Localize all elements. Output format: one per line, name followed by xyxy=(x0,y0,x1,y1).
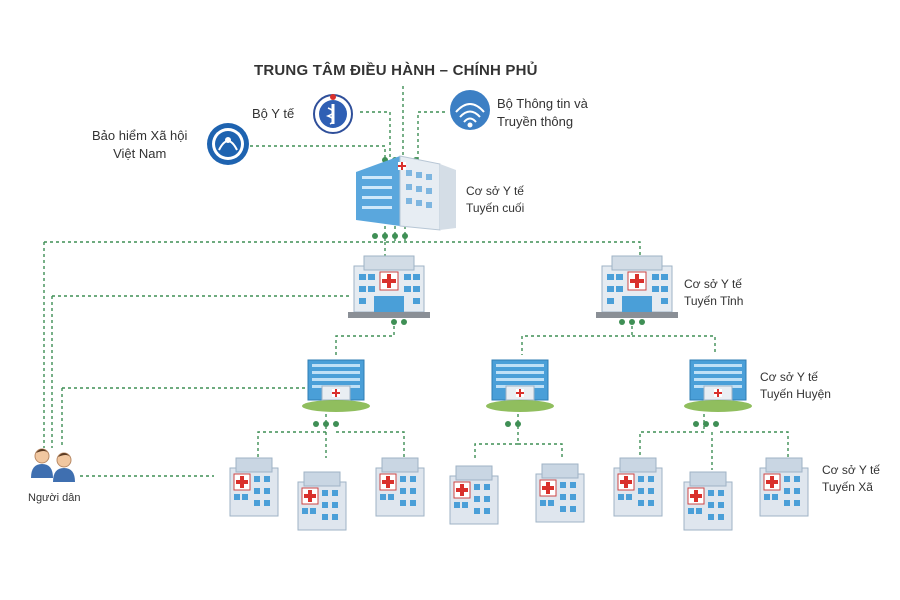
connector-lines xyxy=(43,86,789,477)
province-tier-label-line2: Tuyến Tỉnh xyxy=(684,294,744,308)
commune-tier-label-line1: Cơ sở Y tế xyxy=(822,463,880,477)
health-ministry-label: Bộ Y tế xyxy=(252,106,295,121)
diagram-title: TRUNG TÂM ĐIỀU HÀNH – CHÍNH PHỦ xyxy=(254,62,538,79)
commune-clinic-icon xyxy=(375,457,425,517)
health-ministry-logo xyxy=(313,94,353,134)
district-tier-label: Cơ sở Y tế Tuyến Huyện xyxy=(760,369,831,403)
insurance-logo xyxy=(207,123,249,165)
final-tier-label-line2: Tuyến cuối xyxy=(466,201,525,215)
insurance-label-line2: Việt Nam xyxy=(113,146,167,161)
district-hospital-icon xyxy=(485,359,555,413)
final-tier-label: Cơ sở Y tế Tuyến cuối xyxy=(466,183,524,217)
commune-clinic-icon xyxy=(613,457,663,517)
district-tier-label-line1: Cơ sở Y tế xyxy=(760,370,818,384)
commune-clinic-icon xyxy=(229,457,279,517)
province-tier-label-line1: Cơ sở Y tế xyxy=(684,277,742,291)
commune-clinic-icon xyxy=(449,465,499,525)
final-tier-label-line1: Cơ sở Y tế xyxy=(466,184,524,198)
info-ministry-logo xyxy=(450,90,490,130)
district-hospital-icon xyxy=(301,359,371,413)
commune-clinic-icon xyxy=(683,471,733,531)
commune-tier-label: Cơ sở Y tế Tuyến Xã xyxy=(822,462,880,496)
citizens-label: Người dân xyxy=(28,492,81,504)
commune-clinic-icon xyxy=(535,463,585,523)
info-ministry-label-line1: Bộ Thông tin và xyxy=(497,96,588,111)
province-tier-label: Cơ sở Y tế Tuyến Tỉnh xyxy=(684,276,743,310)
district-tier-label-line2: Tuyến Huyện xyxy=(760,387,831,401)
final-tier-hospital-icon xyxy=(356,155,456,231)
commune-clinic-icon xyxy=(297,471,347,531)
commune-tier-label-line2: Tuyến Xã xyxy=(822,480,873,494)
info-ministry-label: Bộ Thông tin và Truyền thông xyxy=(497,95,588,131)
insurance-label-line1: Bảo hiểm Xã hội xyxy=(92,128,188,143)
insurance-label: Bảo hiểm Xã hội Việt Nam xyxy=(92,127,187,163)
district-hospital-icon xyxy=(683,359,753,413)
province-hospital-icon xyxy=(347,255,431,319)
citizens-icon xyxy=(30,448,76,483)
commune-clinic-icon xyxy=(759,457,809,517)
province-hospital-icon xyxy=(595,255,679,319)
info-ministry-label-line2: Truyền thông xyxy=(497,114,574,129)
